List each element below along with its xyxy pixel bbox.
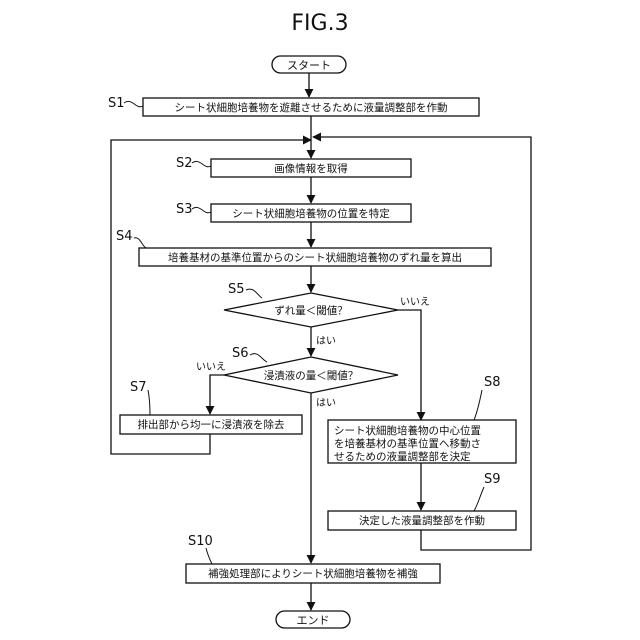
start-label: スタート: [287, 59, 331, 72]
decision-s6-text: 浸漬液の量＜閾値？: [264, 369, 359, 382]
process-s4-text: 培養基材の基準位置からのシート状細胞培養物のずれ量を算出: [168, 251, 462, 264]
leader-s7: [148, 390, 150, 415]
process-s8-line-2: を培養基材の基準位置へ移動さ: [334, 437, 481, 450]
process-s10-text: 補強処理部によりシート状細胞培養物を補強: [208, 567, 418, 580]
branch-s6-no: いいえ: [196, 361, 226, 373]
end-label: エンド: [297, 614, 330, 627]
process-s3-text: シート状細胞培養物の位置を特定: [232, 207, 390, 220]
leader-s5: [246, 289, 262, 298]
loop-s9-s2: [313, 137, 531, 550]
step-id-s8: S8: [484, 375, 501, 390]
step-id-s10: S10: [188, 534, 213, 549]
step-id-s3: S3: [176, 202, 193, 217]
step-id-s9: S9: [484, 472, 501, 487]
process-s1-text: シート状細胞培養物を遊離させるために液量調整部を作動: [175, 101, 448, 114]
step-id-s6: S6: [232, 346, 249, 361]
step-id-s4: S4: [116, 229, 133, 244]
arrow-s5-s8: [398, 310, 421, 420]
step-id-s5: S5: [228, 282, 245, 297]
step-id-s1: S1: [108, 96, 125, 111]
branch-s6-yes: はい: [316, 397, 336, 409]
process-s2-text: 画像情報を取得: [274, 162, 348, 175]
leader-s9: [474, 487, 484, 511]
step-id-s7: S7: [130, 380, 147, 395]
process-s8-line-3: せるための液量調整部を決定: [334, 450, 471, 463]
leader-s10: [206, 548, 212, 564]
branch-s5-no: いいえ: [400, 296, 430, 308]
process-s9-text: 決定した液量調整部を作動: [359, 514, 485, 527]
figure-title: FIG.3: [291, 11, 348, 36]
loop-s7-s2: [111, 140, 311, 454]
leader-s3: [192, 207, 211, 212]
leader-s2: [192, 161, 211, 166]
leader-s4: [134, 238, 146, 248]
step-id-s2: S2: [176, 156, 193, 171]
leader-s6: [250, 354, 267, 362]
process-s7-text: 排出部から均一に浸漬液を除去: [138, 418, 285, 431]
decision-s5-text: ずれ量＜閾値？: [274, 304, 348, 317]
process-s8-line-1: シート状細胞培養物の中心位置: [334, 424, 481, 437]
branch-s5-yes: はい: [316, 335, 336, 347]
arrow-s6-s7: [210, 375, 224, 414]
leader-s8: [474, 390, 482, 420]
leader-s1: [124, 101, 143, 106]
